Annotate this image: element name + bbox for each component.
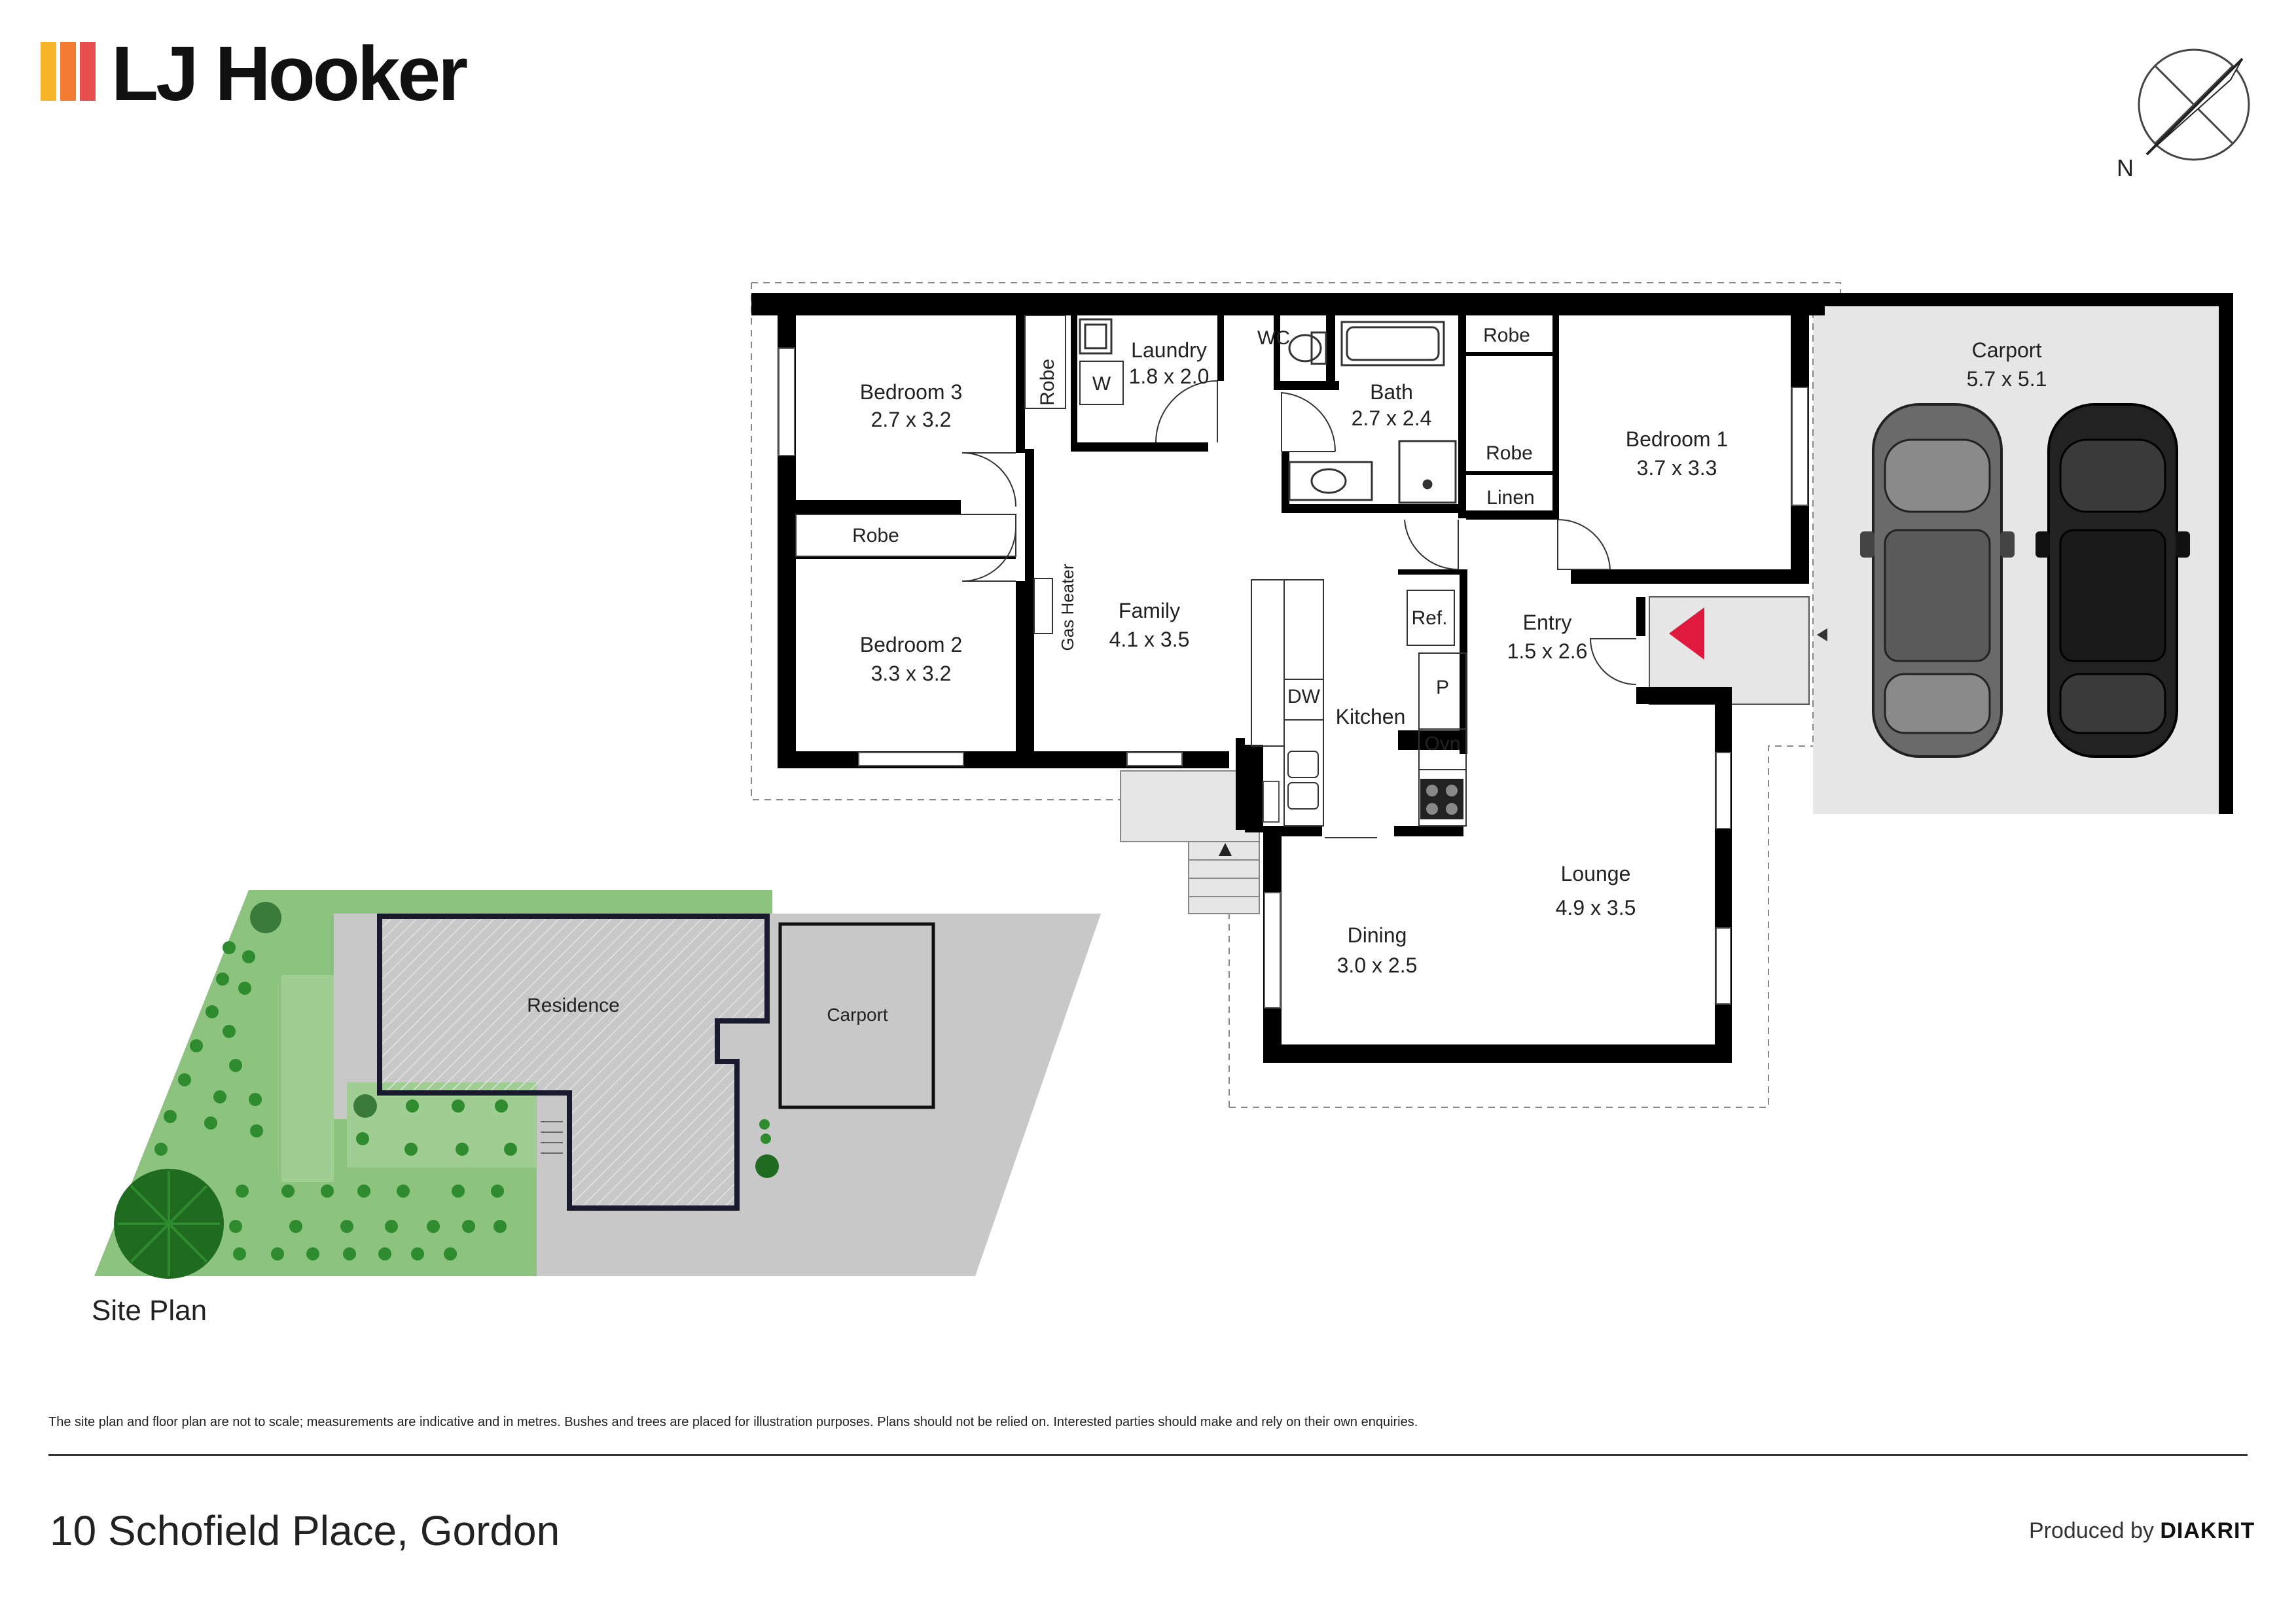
site-garden-bed xyxy=(347,1082,537,1168)
family-name: Family xyxy=(1119,599,1180,622)
dining-name: Dining xyxy=(1348,923,1407,947)
carport-name: Carport xyxy=(1972,338,2042,362)
bedroom3-size: 2.7 x 3.2 xyxy=(871,408,952,431)
logo-bar-yellow xyxy=(41,42,56,101)
family-size: 4.1 x 3.5 xyxy=(1109,628,1190,651)
north-label: N xyxy=(2117,154,2134,181)
washer-label: W xyxy=(1092,373,1111,395)
logo-text: LJ Hooker xyxy=(111,31,468,117)
carport-wall-right xyxy=(2219,293,2233,814)
bedroom2-name: Bedroom 2 xyxy=(860,633,963,656)
carport-size: 5.7 x 5.1 xyxy=(1967,367,2047,391)
pantry-label: P xyxy=(1436,677,1449,698)
step-arrow-icon xyxy=(1219,843,1232,856)
site-paving-inner xyxy=(281,975,334,1182)
disclaimer: The site plan and floor plan are not to … xyxy=(48,1415,1418,1429)
fixture-labels: Robe Robe Robe Robe Linen WC W Gas Heate… xyxy=(852,325,1535,755)
washer-box xyxy=(1079,361,1124,405)
car-icon-black xyxy=(2036,403,2190,758)
entry-name: Entry xyxy=(1523,611,1572,634)
bath-fixtures xyxy=(1288,321,1457,504)
windows xyxy=(778,348,1808,1008)
kitchen-name: Kitchen xyxy=(1336,705,1406,728)
produced-by: Produced by DIAKRIT xyxy=(2029,1518,2255,1544)
entry-arrow-icon xyxy=(1669,607,1704,660)
robe-label-bed2: Robe xyxy=(852,525,899,546)
bath-size: 2.7 x 2.4 xyxy=(1352,406,1432,430)
lounge-name: Lounge xyxy=(1561,862,1631,885)
laundry-size: 1.8 x 2.0 xyxy=(1129,365,1210,388)
bedroom3-name: Bedroom 3 xyxy=(860,380,963,404)
bedroom1-size: 3.7 x 3.3 xyxy=(1637,456,1717,480)
laundry-name: Laundry xyxy=(1131,338,1207,362)
toilet-icon xyxy=(1288,331,1327,365)
bedroom1-name: Bedroom 1 xyxy=(1626,427,1729,451)
doors xyxy=(961,380,1637,838)
entry-size: 1.5 x 2.6 xyxy=(1507,639,1588,663)
robe-label-top: Robe xyxy=(1483,325,1530,346)
room-labels: Bedroom 3 2.7 x 3.2 Bedroom 2 3.3 x 3.2 … xyxy=(860,338,2047,977)
lounge-size: 4.9 x 3.5 xyxy=(1556,896,1636,919)
bush-icons xyxy=(154,902,779,1260)
oven-label: Ovn xyxy=(1424,733,1460,755)
produced-by-brand: DIAKRIT xyxy=(2160,1518,2255,1543)
gas-heater-box xyxy=(1033,578,1053,634)
fridge-label: Ref. xyxy=(1411,607,1447,629)
robe-box-bed2 xyxy=(795,514,1016,557)
wc-label: WC xyxy=(1257,327,1290,349)
site-plan-title: Site Plan xyxy=(92,1294,207,1327)
entry-porch xyxy=(1649,596,1810,705)
cooktop-icon xyxy=(1420,779,1463,819)
robe-box-bed3 xyxy=(1024,315,1066,409)
car-icon-grey xyxy=(1860,403,2015,758)
porch-arrow-icon xyxy=(1817,628,1827,641)
robe-label-mid: Robe xyxy=(1486,442,1533,464)
carport-wall-top xyxy=(1813,293,2233,306)
laundry-tub-icon xyxy=(1079,318,1113,355)
site-steps xyxy=(541,1121,563,1154)
gas-heater-label: Gas Heater xyxy=(1058,563,1077,651)
logo-bar-orange xyxy=(60,42,76,101)
dining-size: 3.0 x 2.5 xyxy=(1337,954,1418,977)
dishwasher-label: DW xyxy=(1287,686,1321,707)
site-carport xyxy=(778,922,935,1109)
site-residence-label: Residence xyxy=(527,995,620,1016)
bath-name: Bath xyxy=(1370,380,1413,404)
produced-by-prefix: Produced by xyxy=(2029,1518,2154,1543)
property-outline xyxy=(751,282,1841,1108)
site-residence xyxy=(377,914,770,1211)
robe-label-bed3: Robe xyxy=(1037,359,1058,406)
site-plan: Residence Carport xyxy=(94,890,1101,1279)
address: 10 Schofield Place, Gordon xyxy=(50,1507,560,1554)
linen-label: Linen xyxy=(1486,487,1534,508)
bedroom2-size: 3.3 x 3.2 xyxy=(871,662,952,685)
tree-icon xyxy=(114,1169,224,1279)
site-carport-label: Carport xyxy=(827,1005,888,1025)
kitchen-bench xyxy=(1251,579,1467,827)
logo-bar-red xyxy=(80,42,96,101)
compass-icon xyxy=(2138,48,2250,161)
footer-divider xyxy=(48,1454,2248,1456)
